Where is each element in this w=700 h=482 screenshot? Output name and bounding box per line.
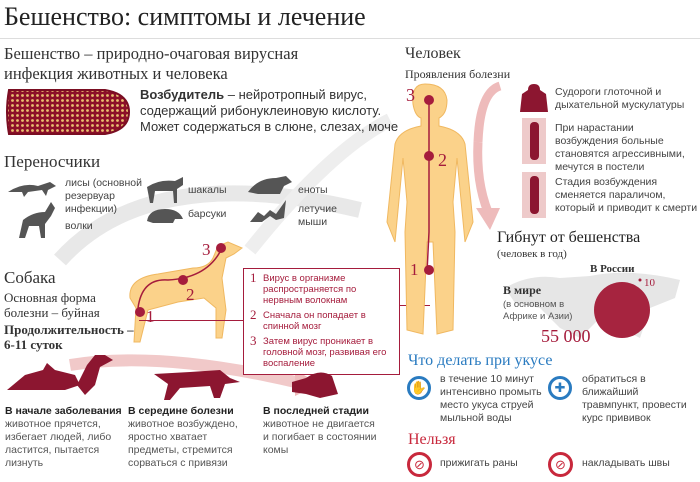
todo-title: Что делать при укусе [408, 352, 553, 369]
carrier-label-bat: летучие мыши [298, 203, 337, 228]
symptom-2: При нарастании возбуждения больные стано… [555, 122, 685, 173]
pathogen-description: Возбудитель – нейротропный вирус, содерж… [140, 87, 405, 135]
russia-deaths-dot [638, 278, 642, 282]
carriers-title: Переносчики [4, 152, 101, 171]
human-marker-3: 3 [406, 85, 415, 105]
todo-item-1: в течение 10 минут интенсивно промыть ме… [440, 373, 542, 424]
carrier-label-raccoon: еноты [298, 184, 328, 196]
symptom-1: Судороги глоточной и дыхательной мускула… [555, 86, 685, 111]
no-stitches-icon: ⊘ [548, 452, 573, 477]
bat-icon [250, 200, 286, 222]
world-label: В мире [503, 283, 542, 297]
connector-line [139, 320, 244, 321]
divider [0, 38, 700, 39]
dog-step-1: 1 Вирус в организме распространяется по н… [250, 270, 393, 307]
dog-step-3: 3 Затем вирус проникает в головной мозг, … [250, 333, 393, 370]
intro-line-1: Бешенство – природно-очаговая вирусная [4, 44, 299, 63]
carrier-label-wolf: волки [65, 220, 93, 232]
jackal-icon [147, 177, 183, 203]
world-deaths-circle [594, 282, 650, 338]
virus-icon [6, 89, 131, 135]
world-note: (в основном в Африке и Азии) [503, 299, 573, 322]
raccoon-icon [248, 176, 292, 194]
human-subtitle: Проявления болезни [405, 67, 511, 81]
dog-stage-late: В последней стадии животное не двигается… [263, 405, 381, 457]
syringe-icon: ✚ [548, 376, 572, 400]
world-map [505, 272, 680, 338]
lungs-icon [520, 84, 548, 112]
dog-duration: Продолжительность – 6-11 суток [4, 322, 134, 352]
deaths-subtitle: (человек в год) [497, 248, 567, 260]
step-number: 2 [250, 307, 257, 322]
world-value: 55 000 [541, 326, 591, 346]
no-cauterize-icon: ⊘ [407, 452, 432, 477]
step-text: Вирус в организме распространяется по не… [263, 273, 357, 306]
human-title: Человек [405, 45, 461, 62]
dog-early-stage-icon [7, 355, 113, 395]
stage-title: В последней стадии [263, 405, 369, 417]
stage-text: животное возбуждено, яростно хватает пре… [128, 418, 238, 469]
dont-title: Нельзя [408, 431, 456, 448]
carrier-label-badger: барсуки [188, 208, 227, 220]
agitated-person-icon [522, 118, 546, 164]
intro-line-2: инфекция животных и человека [4, 64, 228, 83]
carrier-label-jackal: шакалы [188, 184, 227, 196]
pathogen-label: Возбудитель [140, 87, 225, 102]
dog-body-diagram [129, 241, 243, 343]
stage-title: В середине болезни [128, 405, 234, 417]
dog-stage-early: В начале заболевания животное прячется, … [5, 405, 123, 470]
pathogen-text: – нейротропный вирус, содержащий рибонук… [140, 87, 399, 134]
dog-step-2: 2 Сначала он попадает в спинной мозг [250, 307, 393, 333]
deaths-title: Гибнут от бешенства [497, 229, 641, 246]
russia-value: 10 [644, 277, 655, 289]
badger-icon [147, 209, 183, 223]
fox-icon [8, 182, 56, 197]
dog-stage-middle: В середине болезни животное возбуждено, … [128, 405, 246, 470]
stage-text: животное прячется, избегает людей, либо … [5, 418, 112, 469]
wash-hands-icon: ✋ [407, 376, 431, 400]
page-title: Бешенство: симптомы и лечение [4, 2, 366, 31]
dont-item-2: накладывать швы [582, 457, 670, 469]
carrier-label-fox: лисы (основной резервуар инфекции) [65, 177, 143, 215]
todo-item-2: обратиться в ближайший травмпункт, прове… [582, 373, 687, 424]
dog-steps-box: 1 Вирус в организме распространяется по н… [243, 268, 400, 375]
human-marker-2: 2 [438, 150, 447, 170]
dog-middle-stage-icon [154, 370, 240, 400]
paralysis-icon [522, 172, 546, 218]
dog-marker-3: 3 [202, 240, 211, 259]
dog-title: Собака [4, 268, 56, 287]
stage-text: животное не двигается и погибает в состо… [263, 418, 377, 456]
dog-form: Основная форма болезни – буйная [4, 290, 100, 320]
step-text: Сначала он попадает в спинной мозг [263, 310, 366, 332]
progression-arrow [473, 81, 502, 230]
human-body-diagram [386, 83, 474, 335]
step-number: 3 [250, 333, 257, 348]
dont-item-1: прижигать раны [440, 457, 518, 469]
symptom-3: Стадия возбуждения сменяется параличом, … [555, 176, 698, 214]
stage-title: В начале заболевания [5, 405, 122, 417]
dog-marker-2: 2 [186, 285, 195, 304]
step-number: 1 [250, 270, 257, 285]
human-marker-1: 1 [410, 260, 419, 279]
russia-label: В России [590, 263, 635, 275]
dog-late-stage-icon [292, 372, 338, 398]
step-text: Затем вирус проникает в головной мозг, р… [263, 336, 387, 369]
wolf-icon [19, 202, 55, 238]
dog-marker-1: 1 [146, 307, 155, 326]
